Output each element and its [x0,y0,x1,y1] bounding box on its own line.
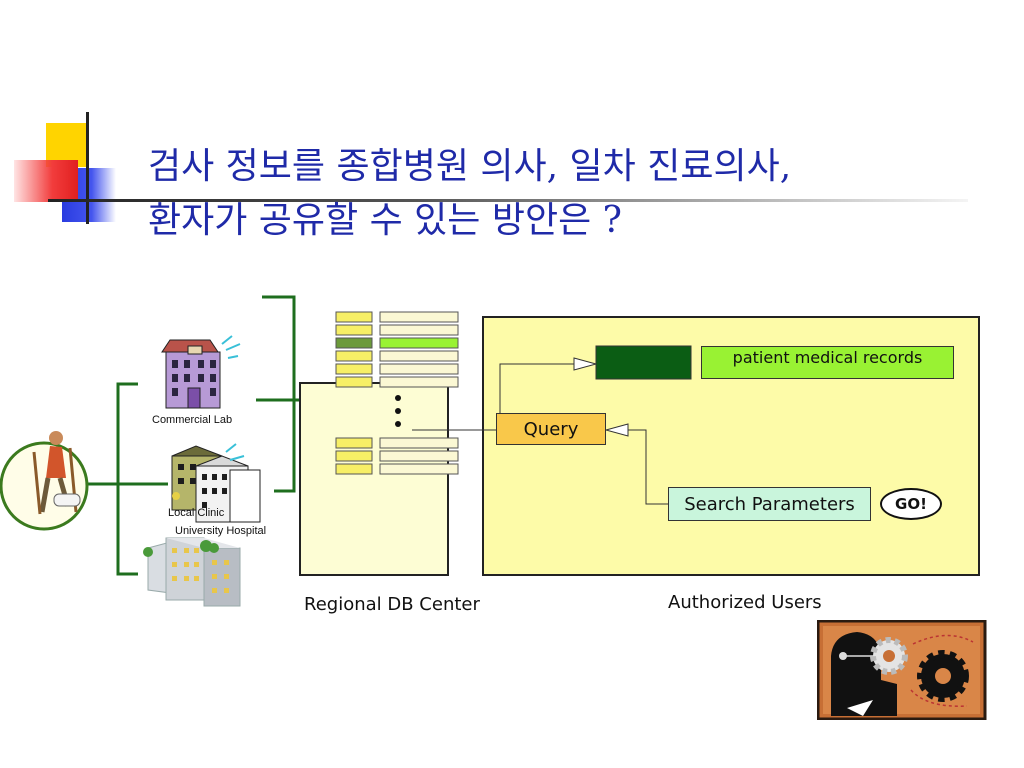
query-label: Query [523,418,579,440]
university-hospital-icon [143,537,241,607]
regional-db-box [299,382,449,576]
page-title: 검사 정보를 종합병원 의사, 일차 진료의사, 환자가 공유할 수 있는 방안… [148,140,1008,248]
db-table-rows [335,311,459,475]
black-gear-icon [917,650,969,702]
commercial-lab-icon [161,335,241,409]
go-button[interactable]: GO! [880,488,942,520]
local-clinic-icon [171,443,261,523]
query-flow-lines [412,357,668,505]
query-arrowhead [604,423,629,437]
deco-vertical-line [86,112,89,224]
patient-icon [0,431,89,531]
university-hospital-label: University Hospital [175,525,267,537]
search-parameters-box[interactable]: Search Parameters [668,487,871,521]
local-clinic-label: Local Clinic [168,507,224,519]
person-gears-clipart [817,620,987,720]
search-to-query-line [628,429,668,505]
title-line-2: 환자가 공유할 수 있는 방안은 ? [148,200,622,241]
deco-red-square [14,160,78,202]
query-to-records-line [499,363,574,413]
regional-db-label: Regional DB Center [304,594,480,615]
deco-horizontal-line [48,199,968,202]
search-parameters-label: Search Parameters [684,493,855,515]
ellipsis-dots [395,395,401,427]
deco-yellow-square [46,123,88,167]
authorized-users-label: Authorized Users [668,592,822,613]
query-button[interactable]: Query [496,413,606,445]
records-block [595,345,692,380]
patient-records-label: patient medical records [732,348,923,367]
title-line-1: 검사 정보를 종합병원 의사, 일차 진료의사, [148,146,792,187]
commercial-lab-label: Commercial Lab [152,414,233,426]
patient-records-box [701,346,954,379]
white-gear-icon [870,637,908,675]
records-arrowhead [573,357,598,371]
right-bracket [262,295,296,493]
go-label: GO! [895,495,927,513]
left-bracket [116,382,138,576]
